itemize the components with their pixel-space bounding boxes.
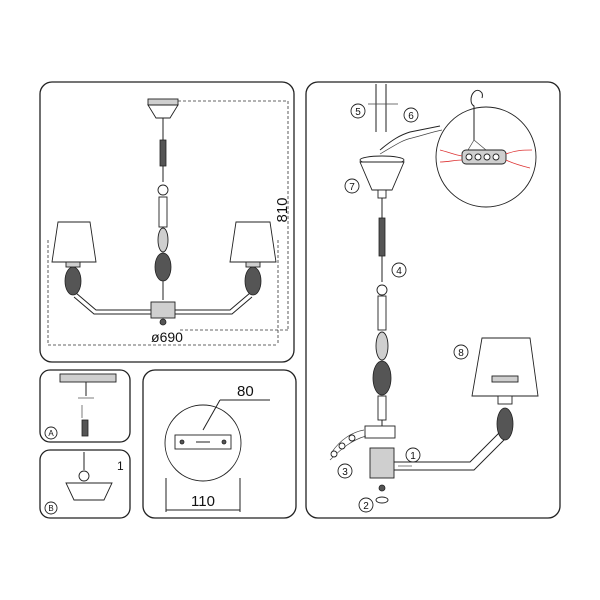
canopy-assembly: [359, 161, 405, 191]
panel-step-a: [39, 369, 131, 443]
mount-collar: [364, 425, 396, 439]
callout-7: [344, 178, 360, 194]
callout-7-label: 7: [349, 182, 355, 193]
callout-2: [358, 497, 374, 513]
lamp-holder: [496, 407, 514, 441]
label-b: B: [48, 504, 53, 513]
callout-6-label: 6: [408, 111, 414, 122]
callout-8-label: 8: [458, 348, 464, 359]
ceiling-a: [59, 373, 117, 383]
callout-5: [350, 103, 366, 119]
hook-icon: [470, 91, 475, 140]
callout-a: [44, 426, 58, 440]
callout-6: [403, 107, 419, 123]
callout-3: [337, 463, 353, 479]
callout-b: [44, 501, 58, 515]
height-dimension-label: 810: [274, 197, 291, 222]
lamp-shade: [471, 337, 539, 397]
canopy-b: [65, 482, 113, 501]
callout-4-label: 4: [396, 266, 402, 277]
callout-2-label: 2: [363, 501, 369, 512]
lower-body: [369, 447, 395, 479]
callout-3-label: 3: [342, 467, 348, 478]
step-one-label: 1: [117, 459, 124, 473]
callout-8: [453, 344, 469, 360]
chandelier-front-view: [51, 98, 277, 326]
callout-1: [405, 447, 421, 463]
diameter-label: ø690: [151, 329, 183, 345]
callout-1-label: 1: [410, 451, 416, 462]
callout-5-label: 5: [355, 107, 361, 118]
callout-4: [391, 262, 407, 278]
hole-spacing-label: 80: [237, 383, 254, 400]
label-a: A: [48, 429, 54, 438]
plate-width-label: 110: [191, 493, 215, 510]
